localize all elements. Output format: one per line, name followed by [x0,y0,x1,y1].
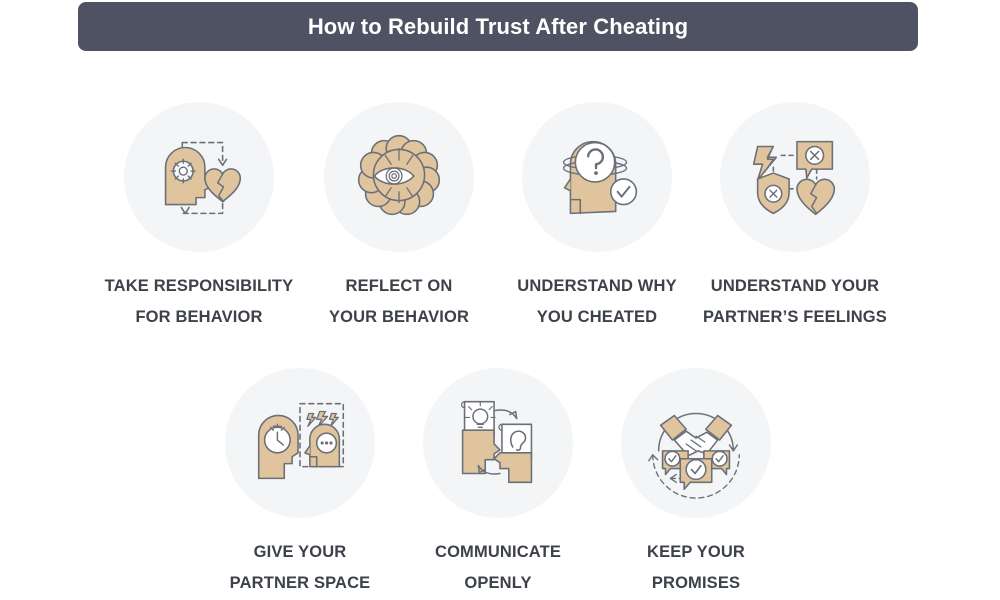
handshake-check-icon [648,412,740,499]
step-icon-circle [225,368,375,518]
step-label: REFLECT ON YOUR BEHAVIOR [328,277,470,326]
page-title: How to Rebuild Trust After Cheating [307,13,689,39]
step-icon-circle [324,102,474,252]
step-label: TAKE RESPONSIBILITY FOR BEHAVIOR [104,277,294,326]
head-clock-head-dots-icon [257,402,345,480]
step-label: KEEP YOUR PROMISES [647,543,745,592]
head-gear-broken-heart-cycle-icon [164,141,242,215]
brain-eye-icon [357,134,441,216]
step-icon-circle [720,102,870,252]
step-icon-circle [621,368,771,518]
step-icon-circle [423,368,573,518]
step-card-keep-promises[interactable]: KEEP YOUR PROMISES [601,368,791,599]
lightning-bubble-shield-broken-heart-icon [752,140,836,216]
step-card-take-responsibility[interactable]: TAKE RESPONSIBILITY FOR BEHAVIOR [104,102,294,333]
head-question-check-icon [562,140,638,215]
step-card-understand-why[interactable]: UNDERSTAND WHY YOU CHEATED [502,102,692,333]
step-label: UNDERSTAND YOUR PARTNER’S FEELINGS [703,277,887,326]
step-label: UNDERSTAND WHY YOU CHEATED [517,277,677,326]
step-icon-circle [124,102,274,252]
step-icon-circle [522,102,672,252]
step-card-understand-partner-feelings[interactable]: UNDERSTAND YOUR PARTNER’S FEELINGS [700,102,890,333]
two-heads-exchange-icon [460,400,533,484]
step-card-reflect-on-behavior[interactable]: REFLECT ON YOUR BEHAVIOR [304,102,494,333]
step-label: COMMUNICATE OPENLY [435,543,561,592]
step-card-give-partner-space[interactable]: GIVE YOUR PARTNER SPACE [205,368,395,599]
step-label: GIVE YOUR PARTNER SPACE [229,543,371,592]
step-card-communicate-openly[interactable]: COMMUNICATE OPENLY [403,368,593,599]
page-title-bar: How to Rebuild Trust After Cheating [78,2,918,51]
